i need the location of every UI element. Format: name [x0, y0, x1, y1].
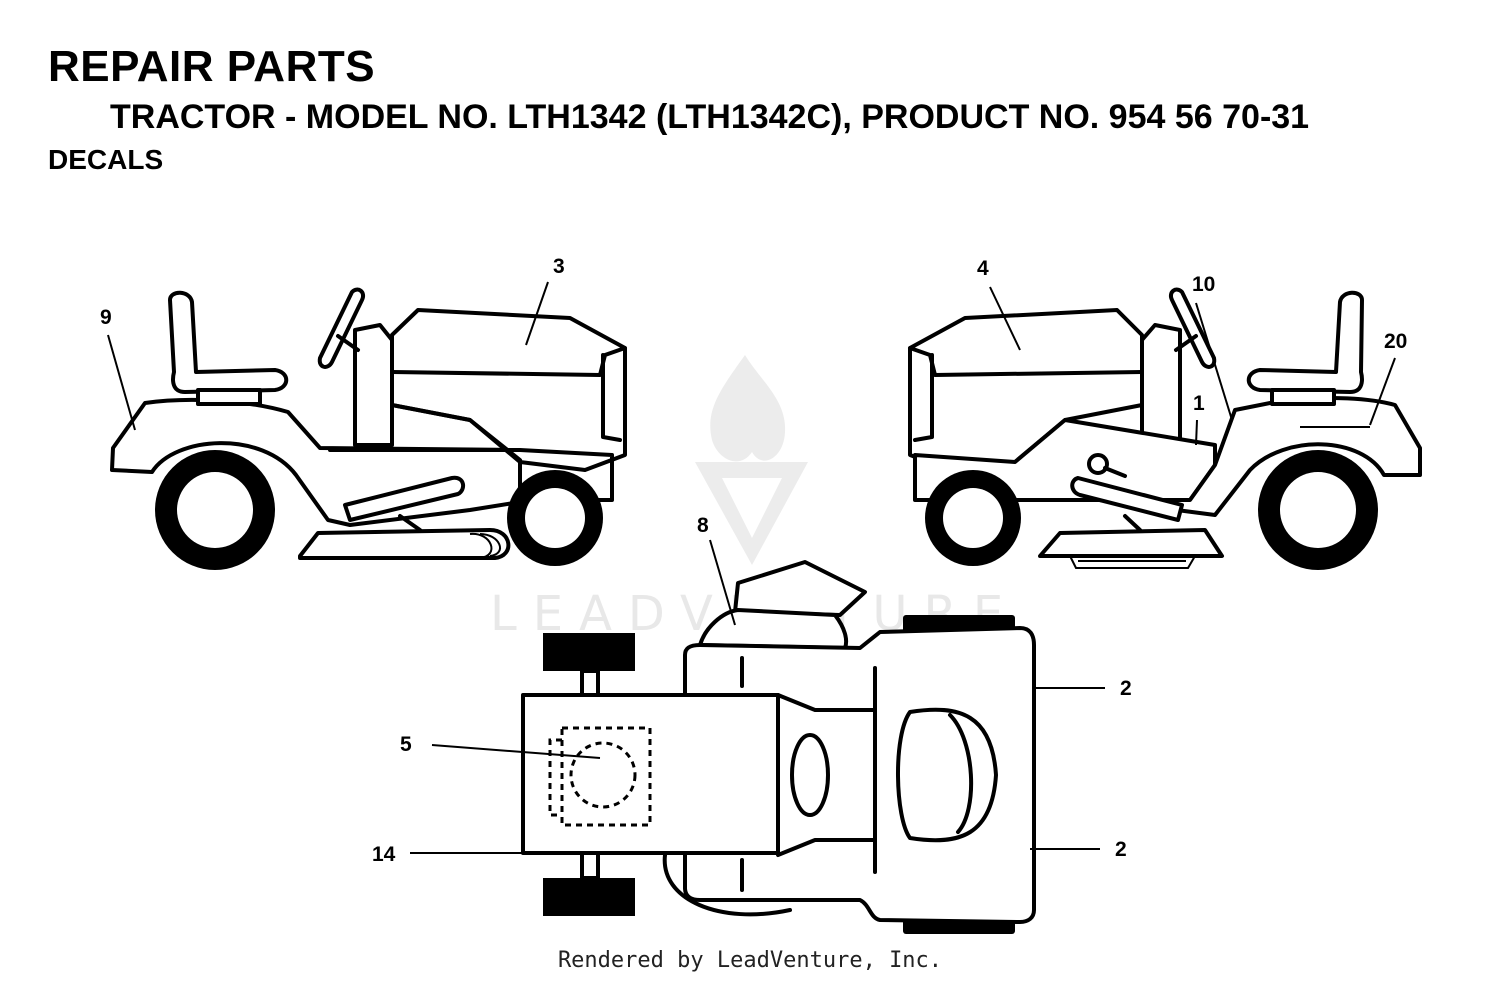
seat — [168, 290, 289, 394]
tractor-right-side-view — [908, 287, 1422, 570]
callout-9: 9 — [100, 306, 112, 329]
callout-2-upper: 2 — [1120, 677, 1132, 700]
tractor-left-side-view — [110, 287, 627, 570]
callout-1: 1 — [1193, 392, 1205, 415]
mower-deck — [298, 528, 511, 560]
steering-wheel — [317, 287, 365, 369]
callout-14: 14 — [372, 843, 396, 866]
mower-deck — [1038, 528, 1224, 558]
callout-3: 3 — [553, 255, 565, 278]
front-left-tire — [543, 633, 635, 671]
callout-10: 10 — [1192, 273, 1215, 296]
callout-8: 8 — [697, 514, 709, 537]
steering-wheel — [733, 560, 867, 617]
footrest — [343, 475, 466, 522]
seat — [896, 707, 998, 843]
callout-numbers: 3 9 4 10 20 1 8 2 2 5 14 — [100, 255, 1407, 866]
callout-5: 5 — [400, 733, 412, 756]
callout-2-lower: 2 — [1115, 838, 1127, 861]
footrest — [1070, 476, 1184, 522]
watermark-flame-icon — [710, 355, 786, 462]
leader-lines — [107, 281, 1396, 854]
callout-20: 20 — [1384, 330, 1407, 353]
section-title: DECALS — [48, 144, 164, 175]
hood — [390, 308, 627, 472]
seat — [1246, 290, 1364, 394]
mower-deck-edge — [662, 853, 792, 917]
decal-area — [560, 726, 652, 827]
page-title: REPAIR PARTS — [48, 42, 376, 91]
footer-credit: Rendered by LeadVenture, Inc. — [557, 948, 943, 973]
tractor-top-view — [521, 560, 1036, 934]
page-subtitle: TRACTOR - MODEL NO. LTH1342 (LTH1342C), … — [110, 98, 1310, 136]
callout-4: 4 — [977, 257, 989, 280]
watermark-v-icon — [695, 462, 808, 565]
front-right-tire — [543, 878, 635, 916]
